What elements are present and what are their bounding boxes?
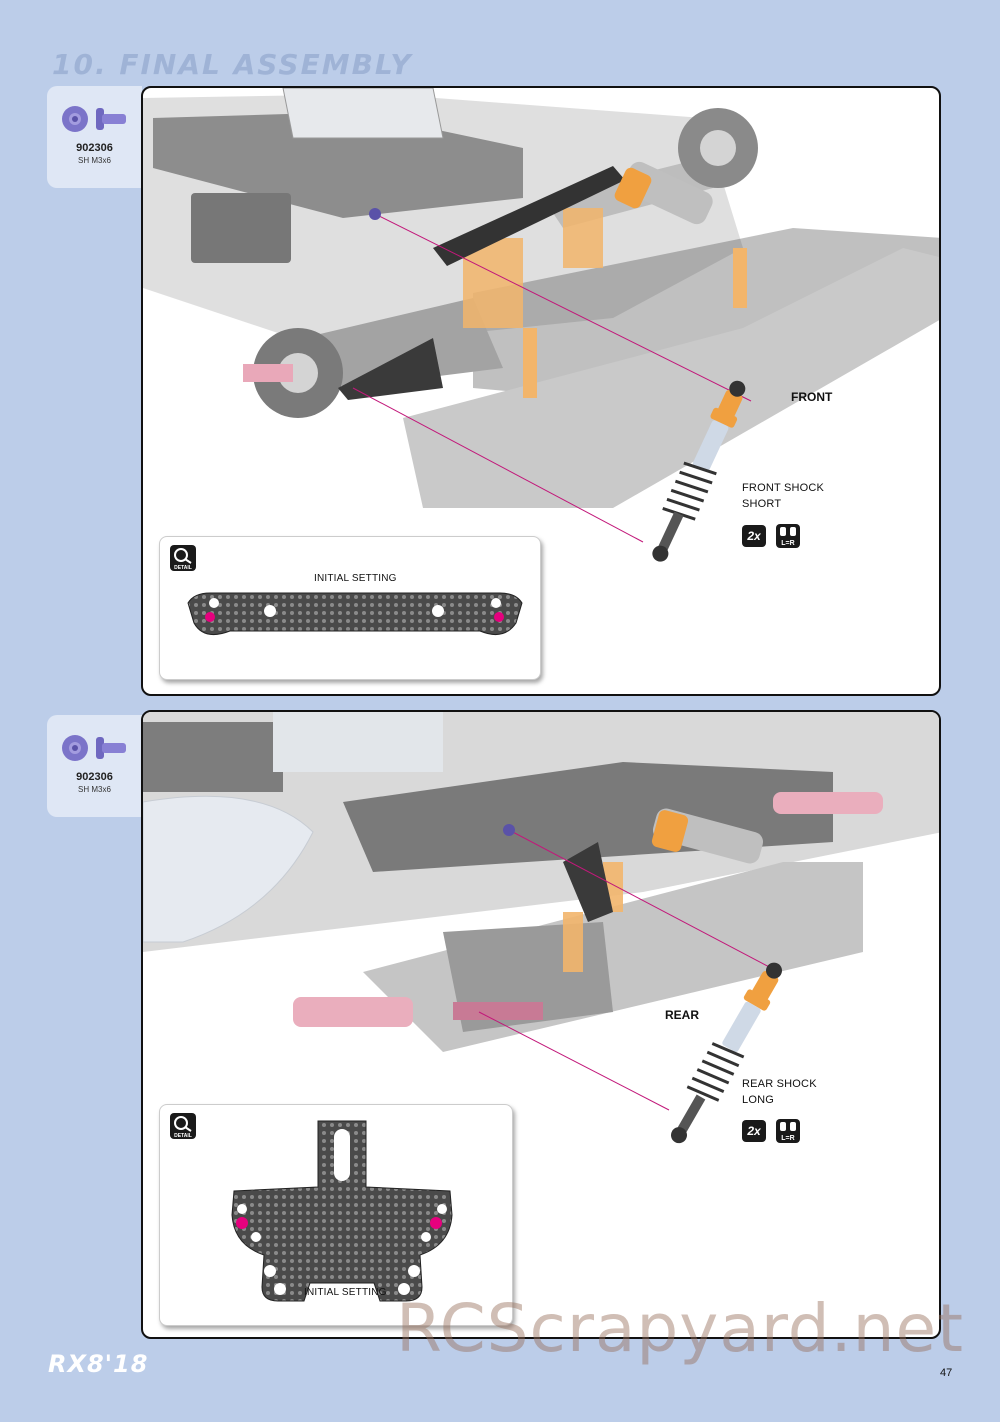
- direction-label: REAR: [665, 1008, 700, 1022]
- rear-assembly-illustration: [143, 712, 939, 1144]
- detail-magnifier-icon: DETAIL: [170, 545, 196, 571]
- left-right-same-icon: L=R: [776, 1119, 800, 1143]
- shock-label-line1: REAR SHOCK: [742, 1078, 817, 1090]
- page-number: 47: [940, 1367, 953, 1379]
- watermark: RCScrapyard.net: [396, 1290, 964, 1367]
- detail-box: DETAIL INITIAL SETTING: [159, 1104, 513, 1326]
- detail-caption: INITIAL SETTING: [304, 1287, 387, 1298]
- shock-label-line2: LONG: [742, 1094, 774, 1106]
- part-number: 902306: [76, 771, 113, 783]
- detail-box: DETAIL INITIAL SETTING: [159, 536, 541, 680]
- rear-shock-tower-plate-diagram: [231, 1120, 453, 1302]
- shock-tower-plate-diagram: [187, 592, 523, 636]
- left-right-same-icon: L=R: [776, 524, 800, 548]
- detail-caption: INITIAL SETTING: [314, 573, 397, 584]
- brand-logo: RX8'18: [48, 1350, 149, 1378]
- part-card-step2: 902306 SH M3x6: [47, 715, 142, 817]
- detail-magnifier-icon: DETAIL: [170, 1113, 196, 1139]
- part-number: 902306: [76, 142, 113, 154]
- part-description: SH M3x6: [78, 156, 111, 165]
- step2-panel: REAR REAR SHOCK LONG 2x L=R DETAIL INITI…: [141, 710, 941, 1339]
- step1-panel: FRONT FRONT SHOCK SHORT 2x L=R DETAIL IN…: [141, 86, 941, 696]
- shock-label-line1: FRONT SHOCK: [742, 482, 825, 494]
- screw-icon: [62, 735, 126, 761]
- part-card-step1: 902306 SH M3x6: [47, 86, 142, 188]
- part-description: SH M3x6: [78, 785, 111, 794]
- screw-icon: [62, 106, 126, 132]
- svg-text:DETAIL: DETAIL: [174, 1133, 192, 1139]
- quantity-badge: 2x: [742, 525, 766, 547]
- quantity-badge: 2x: [742, 1120, 766, 1142]
- direction-label: FRONT: [791, 390, 833, 404]
- svg-text:DETAIL: DETAIL: [174, 565, 192, 571]
- shock-label-line2: SHORT: [742, 498, 782, 510]
- front-assembly-illustration: [143, 88, 939, 562]
- section-title: 10. FINAL ASSEMBLY: [52, 48, 413, 81]
